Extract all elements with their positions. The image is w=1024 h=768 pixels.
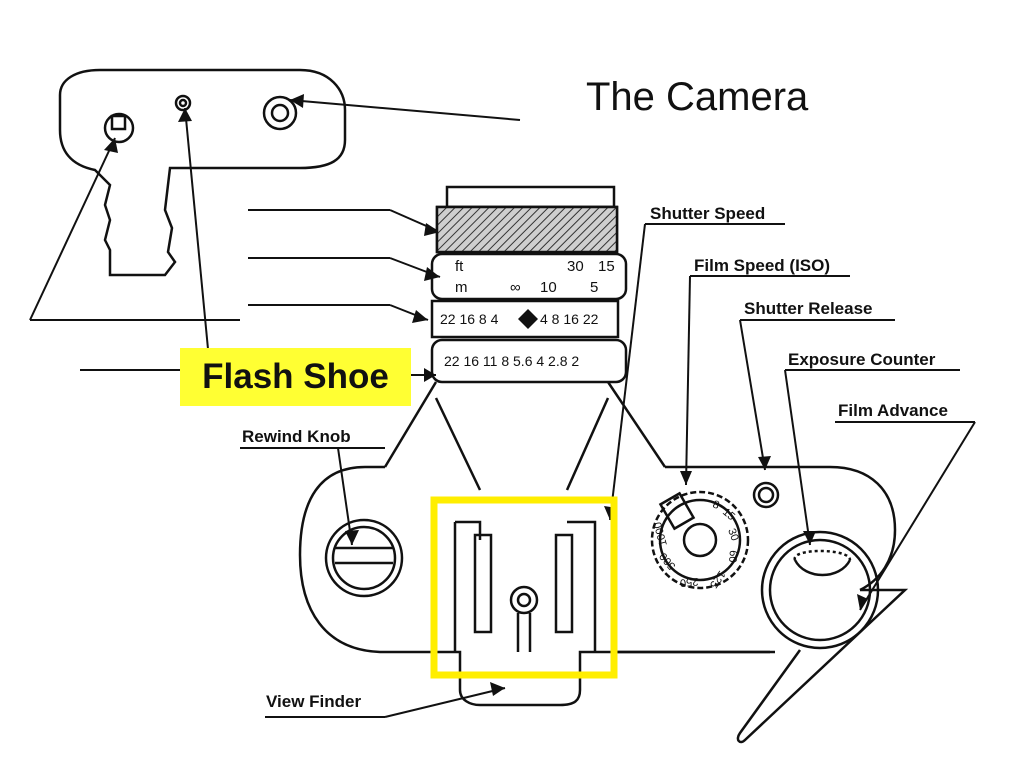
dof-index-diamond <box>518 309 538 329</box>
scale-m-5: 5 <box>590 279 598 296</box>
film-advance-lever <box>736 530 909 744</box>
dial-number: 60 <box>726 550 739 563</box>
label-film-advance: Film Advance <box>838 401 948 420</box>
flash-shoe-box <box>430 496 618 679</box>
scale-m-10: 10 <box>540 279 557 296</box>
lens-barrel <box>383 185 667 491</box>
label-film-speed: Film Speed (ISO) <box>694 256 830 275</box>
camera-body <box>298 465 897 707</box>
dof-scale-left: 22 16 8 4 <box>440 311 499 327</box>
camera-back-panel <box>58 68 347 277</box>
dial-number: 30 <box>725 527 740 543</box>
diagram-labels: Shutter Speed Film Speed (ISO) Shutter R… <box>242 204 948 711</box>
lens-scales: ft 30 15 m ∞ 10 5 22 16 8 4 4 8 16 22 22… <box>440 258 615 369</box>
scale-m-unit: m <box>455 279 468 296</box>
shutter-speed-dial <box>650 490 750 590</box>
scale-ft-15: 15 <box>598 258 615 275</box>
flash-shoe-label: Flash Shoe <box>180 348 411 406</box>
dial-number: 250 <box>679 575 698 589</box>
back-panel-holes <box>103 94 298 144</box>
shutter-release-button <box>752 481 780 509</box>
scale-m-infinity: ∞ <box>510 279 521 296</box>
dial-number: 8 <box>711 499 721 512</box>
label-shutter-release: Shutter Release <box>744 299 873 318</box>
label-exposure-counter: Exposure Counter <box>788 350 936 369</box>
page-title: The Camera <box>586 75 809 119</box>
label-shutter-speed: Shutter Speed <box>650 204 765 223</box>
scale-ft-unit: ft <box>455 258 464 275</box>
rewind-knob <box>324 518 404 598</box>
label-rewind-knob: Rewind Knob <box>242 427 351 446</box>
flash-shoe <box>453 520 597 652</box>
leader-lines <box>29 99 976 718</box>
scale-ft-30: 30 <box>567 258 584 275</box>
dof-scale-right: 4 8 16 22 <box>540 311 599 327</box>
aperture-scale: 22 16 11 8 5.6 4 2.8 2 <box>444 353 579 369</box>
label-view-finder: View Finder <box>266 692 361 711</box>
flash-shoe-label-text: Flash Shoe <box>202 357 389 396</box>
